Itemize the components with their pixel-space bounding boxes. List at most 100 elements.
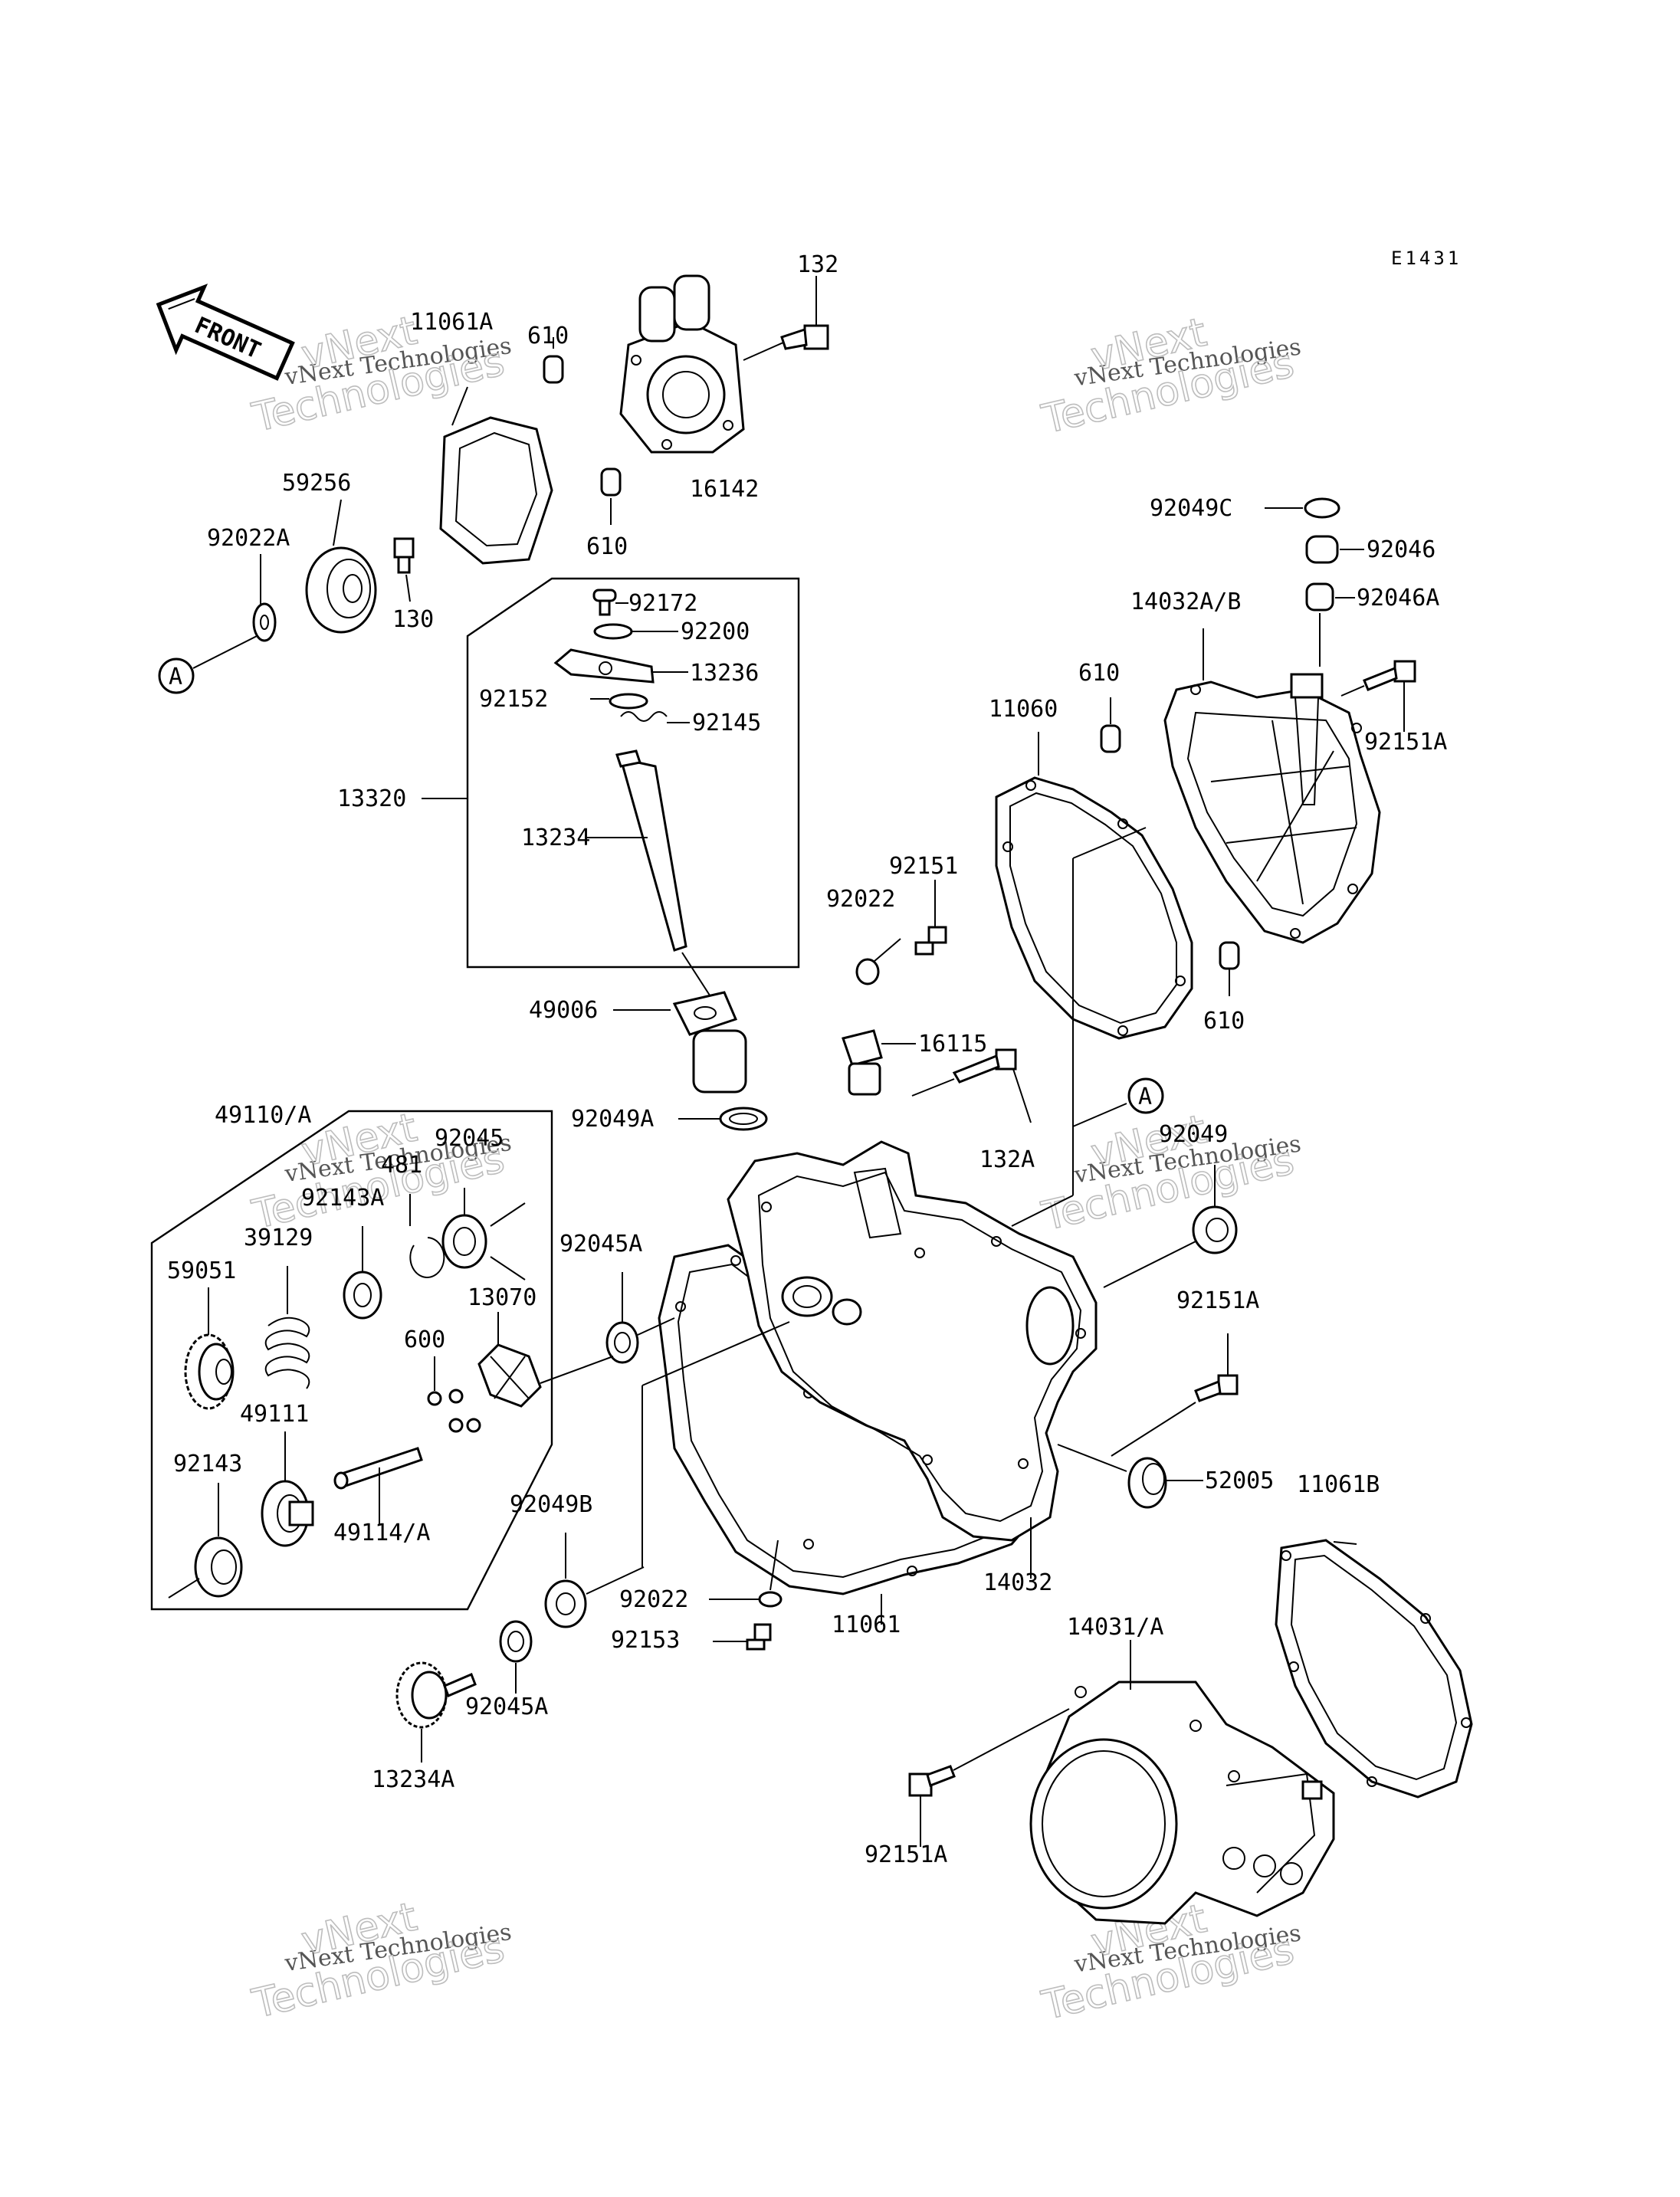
cap-52005 [1057,1444,1203,1509]
ref-mark-a-left: A [158,631,265,694]
part-label: 49114/A [333,1520,430,1546]
seal-92143 [168,1483,243,1599]
bearing-92045 [441,1188,526,1280]
dowel-610-c [1100,697,1121,753]
impeller-59256 [305,499,377,634]
washer-92022A [252,554,277,642]
part-label: 92045A [559,1231,642,1258]
part-label: 92022 [826,886,895,913]
part-label: 92152 [479,686,548,713]
collar-92046 [1305,535,1364,564]
holder-49111 [261,1431,314,1547]
part-label: 481 [381,1152,422,1179]
part-label: 11061B [1297,1471,1380,1498]
generator-cover-14031A [1029,1640,1335,1925]
washer-92022-upper [855,938,901,985]
shaft-13234 [586,749,687,952]
part-label: 92151 [889,853,958,880]
part-label: 92045A [465,1694,548,1720]
part-label: 92049A [571,1106,654,1133]
part-label: 11061 [832,1612,901,1638]
svg-text:A: A [169,664,182,690]
part-label: 610 [1203,1008,1245,1035]
plug-16115 [842,1029,916,1096]
part-label: 92049B [510,1491,592,1518]
seal-92049 [1103,1165,1238,1288]
seal-92049C [1265,497,1340,519]
seal-92045A-lower [499,1620,533,1694]
seal-92143A [343,1226,382,1320]
part-label: 92143A [301,1185,384,1212]
part-label: 16142 [690,476,759,503]
front-arrow-icon: FRONT [156,284,295,381]
part-label: 92143 [173,1451,242,1477]
part-label: 11061A [410,309,493,336]
kit-box-49110 [150,1110,553,1611]
part-label: 59256 [282,470,351,497]
part-label: 92200 [681,618,750,645]
pump-body-49006 [613,991,747,1094]
gasket-11061A [439,386,553,565]
part-label: 14032 [983,1569,1052,1596]
part-label: 610 [586,533,628,560]
gear-13234A [395,1661,477,1763]
dowel-610-a [543,337,564,384]
ball-600 [427,1356,481,1433]
impeller-13070 [477,1312,614,1408]
bolt-92151 [914,880,947,956]
spring-92145 [620,711,690,723]
part-label: 39129 [244,1225,313,1251]
part-label: 610 [527,323,569,349]
part-label: 92153 [611,1627,680,1654]
part-label: 11060 [989,696,1058,723]
part-label: 14032A/B [1130,589,1242,615]
water-pump-cover-16142 [619,274,745,454]
part-label: 49111 [240,1401,309,1428]
bolt-92151A-upper [1340,660,1416,732]
part-label: 13234A [372,1766,454,1793]
lever-13236 [553,648,688,684]
part-label: 92145 [692,710,761,736]
part-label: 49006 [529,997,598,1024]
screw-92172 [592,589,628,616]
seal-92045A-upper [605,1272,675,1364]
diagram-code: E1431 [1391,248,1462,269]
bolt-92151A-mid [1111,1333,1239,1457]
part-label: 13234 [521,825,590,851]
dowel-610-b [600,467,622,525]
cover-14032AB [1163,613,1381,944]
bolt-92153 [713,1623,772,1651]
part-label: 92049 [1159,1121,1228,1148]
part-label: 13320 [337,785,406,812]
part-label: 92151A [865,1841,947,1868]
ref-mark-a-right: A [1127,1077,1164,1114]
washer-92200 [593,623,678,640]
part-label: 49110/A [215,1102,311,1129]
gear-59051 [184,1287,235,1410]
part-label: 610 [1078,660,1120,687]
part-label: 13236 [690,660,759,687]
part-label: 92046A [1357,585,1439,612]
part-label: 92046 [1367,536,1436,563]
bolt-132 [743,276,829,361]
dowel-610-d [1219,941,1240,996]
part-label: 92045 [435,1125,504,1152]
bolt-130 [393,537,415,602]
gasket-11061B [1275,1539,1473,1799]
clutch-cover-14032 [727,1140,1098,1579]
part-label: 13070 [468,1284,536,1311]
washer-92152 [590,693,648,710]
part-label: 52005 [1205,1467,1274,1494]
part-label: 92151A [1364,729,1447,756]
washer-92022-lower [709,1540,783,1608]
part-label: 92049C [1150,495,1232,522]
shaft-49114A [333,1447,423,1525]
bolt-92151A-lower [908,1708,1070,1847]
part-label: 132A [979,1146,1035,1173]
spring-39129 [264,1266,310,1389]
bolt-132A [911,1048,1032,1123]
part-labels: 132 610 11061A 16142 610 59256 92022A 13… [167,251,1447,1868]
part-label: 130 [392,606,434,633]
part-label: 132 [797,251,838,278]
